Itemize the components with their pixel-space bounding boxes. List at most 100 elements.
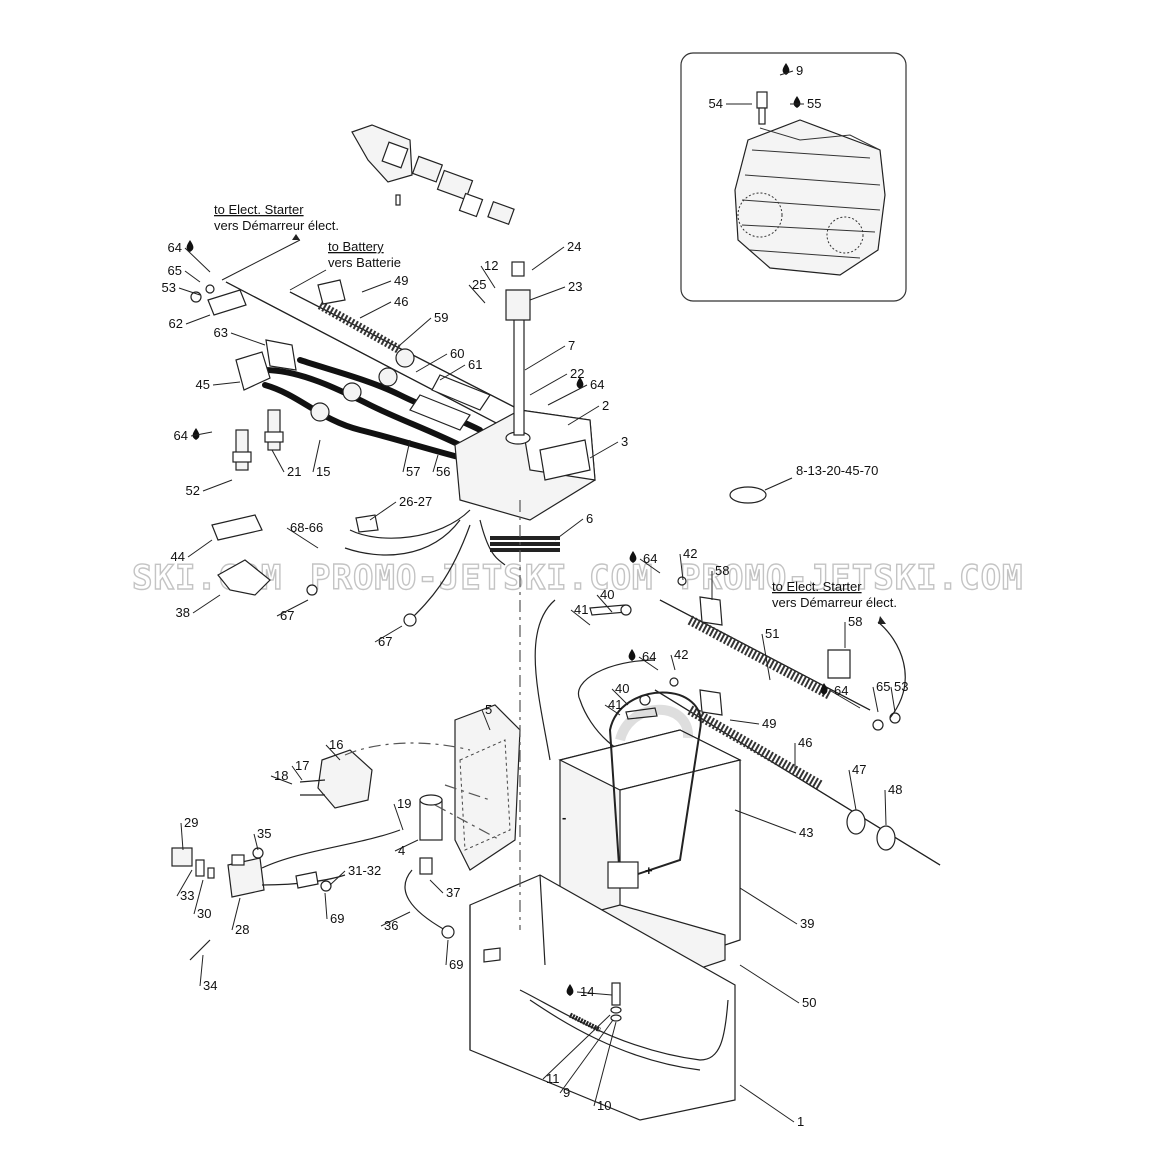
leader-29: [180, 822, 184, 851]
leader-25: [468, 284, 486, 304]
leader-3: [589, 441, 619, 459]
callout-41: 41: [574, 602, 588, 617]
leader-47: [848, 769, 857, 811]
leader-31-32: [329, 870, 346, 886]
leader-53: [890, 686, 896, 713]
engine-inset: [680, 52, 907, 302]
callout-64: 64: [174, 428, 188, 443]
leader-16: [325, 744, 341, 761]
callout-44: 44: [171, 549, 185, 564]
leader-39: [739, 887, 798, 925]
leader-57: [402, 439, 411, 473]
callout-65: 65: [168, 263, 182, 278]
battery-positive-sign: +: [645, 863, 653, 878]
callout-41: 41: [608, 697, 622, 712]
note-starter-top-arrow: [221, 239, 301, 281]
leader-48: [884, 789, 887, 826]
callout-9: 9: [563, 1085, 570, 1100]
drop-icon: [793, 96, 801, 108]
leader-64: [638, 656, 659, 671]
leader-18: [270, 775, 293, 785]
leader-45: [212, 381, 241, 386]
callout-65: 65: [876, 679, 890, 694]
leader-64: [190, 431, 213, 437]
leader-51: [761, 633, 771, 681]
callout-16: 16: [329, 737, 343, 752]
leader-65: [872, 686, 879, 713]
callout-50: 50: [802, 995, 816, 1010]
leader-34: [199, 954, 204, 987]
leader-28: [231, 897, 241, 931]
note-starter-right-en: to Elect. Starter: [772, 579, 862, 594]
drop-icon: [629, 551, 637, 563]
callout-69: 69: [449, 957, 463, 972]
callout-31-32: 31-32: [348, 863, 381, 878]
callout-40: 40: [615, 681, 629, 696]
leader-64: [547, 384, 588, 406]
callout-64: 64: [642, 649, 656, 664]
drop-icon-group: [186, 63, 828, 996]
callout-67: 67: [378, 634, 392, 649]
callout-47: 47: [852, 762, 866, 777]
callout-3: 3: [621, 434, 628, 449]
note-starter-top-fr: vers Démarreur élect.: [214, 218, 339, 233]
sensor-group: [171, 829, 401, 961]
drop-icon: [186, 240, 194, 252]
callout-58: 58: [715, 563, 729, 578]
leader-14: [576, 991, 613, 996]
callout-58: 58: [848, 614, 862, 629]
leader-41: [570, 609, 591, 626]
callout-7: 7: [568, 338, 575, 353]
leader-2: [567, 405, 600, 426]
callout-61: 61: [468, 357, 482, 372]
box-wiring: [306, 509, 506, 627]
leader-11: [542, 1014, 611, 1080]
note-starter-right-fr: vers Démarreur élect.: [772, 595, 897, 610]
leader-59: [399, 317, 432, 346]
callout-12: 12: [484, 258, 498, 273]
callout-62: 62: [169, 316, 183, 331]
leader-22: [529, 373, 568, 396]
engine-block-drawing: [734, 119, 886, 276]
leader-65: [184, 270, 201, 283]
callout-64: 64: [590, 377, 604, 392]
drop-icon: [820, 683, 828, 695]
callout-34: 34: [203, 978, 217, 993]
callout-30: 30: [197, 906, 211, 921]
leader-26-27: [369, 501, 397, 521]
temperature-sensor: [756, 91, 768, 125]
leader-50: [739, 964, 800, 1004]
callout-23: 23: [568, 279, 582, 294]
note-battery-fr: vers Batterie: [328, 255, 401, 270]
callout-2: 2: [602, 398, 609, 413]
note-battery-en: to Battery: [328, 239, 384, 254]
callout-69: 69: [330, 911, 344, 926]
callout-22: 22: [570, 366, 584, 381]
leader-lines: [176, 70, 896, 1123]
tie-wrap: [729, 477, 793, 504]
leader-24: [531, 246, 565, 271]
leader-68-66: [286, 527, 319, 549]
callout-60: 60: [450, 346, 464, 361]
callout-51: 51: [765, 626, 779, 641]
connector-housing-group: [351, 124, 515, 226]
callout-29: 29: [184, 815, 198, 830]
spark-plugs: [232, 409, 284, 471]
leader-6: [554, 518, 584, 541]
leader-62: [185, 314, 211, 325]
callout-40: 40: [600, 587, 614, 602]
leader-49: [361, 280, 392, 293]
callout-19: 19: [397, 796, 411, 811]
leader-41: [604, 704, 621, 716]
callout-26-27: 26-27: [399, 494, 432, 509]
callout-43: 43: [799, 825, 813, 840]
leader-19: [393, 803, 404, 831]
callout-38: 38: [176, 605, 190, 620]
leader-36: [380, 911, 411, 927]
leader-69: [445, 939, 449, 966]
callout-21: 21: [287, 464, 301, 479]
callout-1: 1: [797, 1114, 804, 1129]
callout-37: 37: [446, 885, 460, 900]
